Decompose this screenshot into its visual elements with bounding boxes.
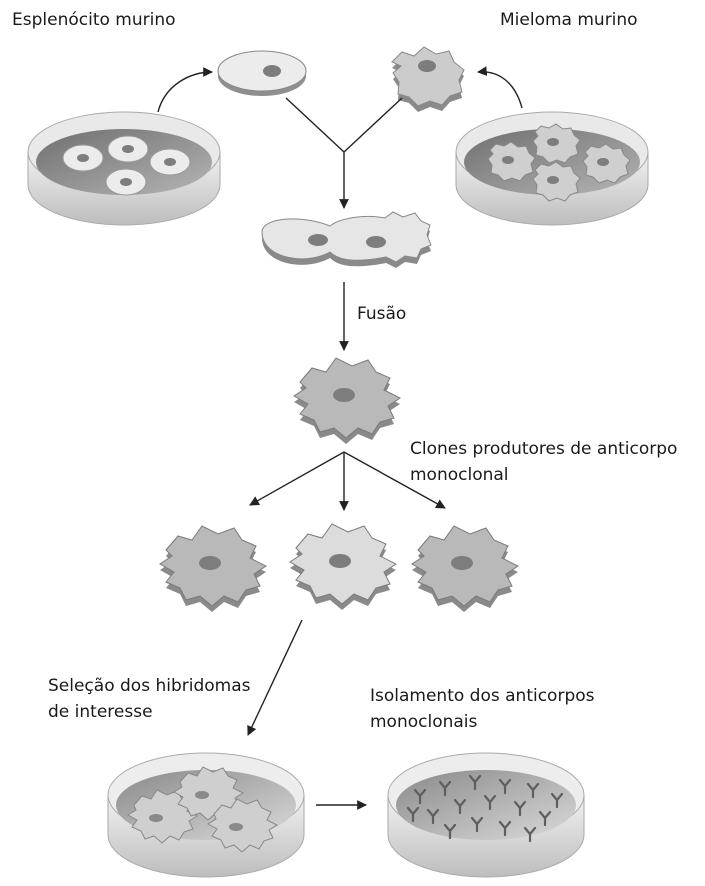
clone-cell bbox=[159, 525, 267, 612]
selection-label-line2: de interesse bbox=[48, 702, 153, 722]
splenocyte-label: Esplenócito murino bbox=[12, 10, 176, 30]
curved-arrow-left bbox=[157, 67, 213, 113]
splenocyte-cell bbox=[105, 168, 147, 196]
selection-dish bbox=[107, 752, 305, 878]
clone-cell bbox=[289, 523, 397, 610]
clone-cell bbox=[411, 525, 519, 612]
hybridoma-in-dish bbox=[207, 798, 279, 853]
fusion-label: Fusão bbox=[357, 304, 407, 324]
myeloma-single-cell bbox=[391, 46, 465, 112]
myeloma-label: Mieloma murino bbox=[500, 10, 638, 30]
isolation-label-line1: Isolamento dos anticorpos bbox=[370, 686, 595, 706]
hybridoma-cell bbox=[293, 357, 401, 444]
selection-label-line1: Seleção dos hibridomas bbox=[48, 676, 251, 696]
fused-cell bbox=[261, 211, 432, 268]
splenocyte-cell bbox=[149, 148, 191, 176]
fusion-convergence-lines bbox=[285, 97, 403, 209]
isolation-dish bbox=[387, 752, 585, 878]
selection-arrow bbox=[247, 619, 303, 736]
splenocyte-dish bbox=[27, 111, 221, 226]
splenocyte-cell bbox=[107, 135, 149, 163]
clones-label-line1: Clones produtores de anticorpo bbox=[410, 439, 678, 459]
splenocyte-cell bbox=[62, 144, 104, 172]
clones-label-line2: monoclonal bbox=[410, 465, 509, 485]
isolation-label-line2: monoclonais bbox=[370, 712, 478, 732]
myeloma-dish bbox=[455, 111, 649, 226]
antibody-icons bbox=[406, 774, 564, 843]
curved-arrow-right bbox=[477, 66, 523, 109]
splenocyte-single-cell bbox=[217, 50, 307, 96]
clone-branch-arrows bbox=[249, 451, 446, 511]
